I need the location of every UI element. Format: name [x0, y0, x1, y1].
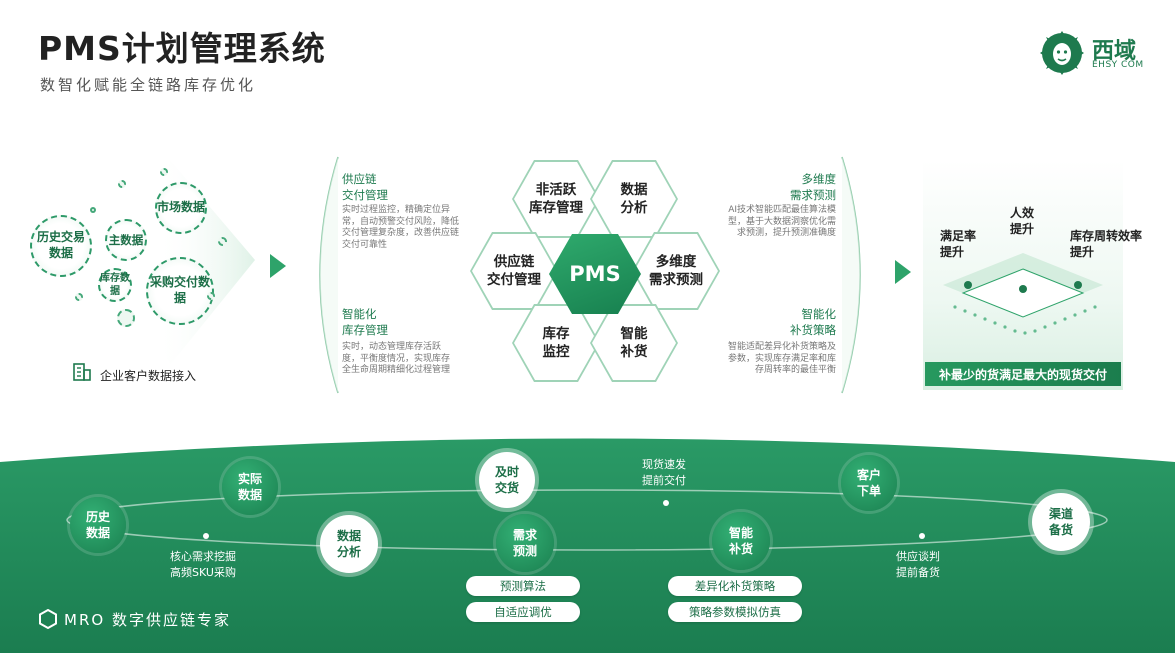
master-data-circle: 主数据 [105, 219, 147, 261]
pill-replenish-strategy: 差异化补货策略 [668, 576, 802, 596]
data-intake-label: 企业客户数据接入 [100, 369, 197, 383]
flow-arrow-icon [270, 254, 286, 278]
pill-param-simulation: 策略参数模拟仿真 [668, 602, 802, 622]
hex-inventory-monitor: 库存 监控 [512, 304, 600, 382]
right-bracket-shape [841, 156, 861, 394]
flow-node-analysis: 数据 分析 [320, 515, 378, 573]
pill-adaptive-tuning: 自适应调优 [466, 602, 580, 622]
building-icon [73, 363, 91, 381]
history-trade-data-circle: 历史交易数据 [30, 215, 92, 277]
brand-logo-subtext: EHSY COM [1092, 60, 1144, 70]
flow-arrow-icon [895, 260, 911, 284]
left-bracket-shape [319, 156, 339, 394]
pill-forecast-algorithm: 预测算法 [466, 576, 580, 596]
result-banner: 补最少的货满足最大的现货交付 [925, 362, 1121, 386]
decor-dot [75, 293, 83, 301]
flow-node-replenish: 智能 补货 [712, 512, 770, 570]
feature-title-inventory: 智能化 库存管理 [342, 307, 388, 337]
feature-desc-forecast: AI技术智能匹配最佳算法模型，基于大数据洞察优化需求预测，提升预测准确度 [728, 205, 837, 239]
result-fill-rate: 满足率 提升 [940, 229, 977, 259]
page-subtitle: 数智化赋能全链路库存优化 [40, 76, 257, 94]
decor-dot [160, 168, 168, 176]
flow-node-channel: 渠道 备货 [1032, 493, 1090, 551]
flow-note-negotiate: 供应谈判 提前备货 [896, 550, 940, 579]
hex-supply-delivery: 供应链 交付管理 [470, 232, 558, 310]
flow-note-demand: 核心需求挖掘 高频SKU采购 [170, 550, 236, 579]
decor-dot [118, 180, 126, 188]
footer-tagline: MRO 数字供应链专家 [64, 611, 231, 629]
platform-graphic [943, 253, 1103, 335]
flow-node-ontime: 及时 交货 [479, 452, 535, 508]
result-efficiency: 人效 提升 [1010, 206, 1035, 236]
feature-title-forecast: 多维度 需求预测 [790, 172, 836, 202]
inventory-data-circle: 库存数据 [98, 268, 132, 302]
market-data-circle: 市场数据 [155, 182, 207, 234]
brand-logo-text: 西域 [1092, 39, 1137, 64]
flow-node-order: 客户 下单 [841, 455, 897, 511]
feature-title-delivery: 供应链 交付管理 [342, 172, 388, 202]
feature-desc-delivery: 实时过程监控，精确定位异常，自动预警交付风险，降低交付管理复杂度，改善供应链交付… [342, 205, 460, 251]
flow-node-history: 历史 数据 [70, 497, 126, 553]
hexagon-outline-icon [39, 609, 57, 629]
feature-desc-replenish: 智能适配差异化补货策略及参数，实现库存满足率和库存周转率的最佳平衡 [728, 342, 837, 376]
purchase-delivery-data-circle: 采购交付数据 [146, 257, 214, 325]
decor-dot [207, 292, 215, 300]
hex-smart-replenish: 智能 补货 [590, 304, 678, 382]
hex-data-analysis: 数据 分析 [590, 160, 678, 238]
flow-node-forecast: 需求 预测 [496, 514, 554, 572]
hex-pms-core: PMS [549, 234, 641, 314]
flow-node-actual: 实际 数据 [222, 459, 278, 515]
flow-note-delivery: 现货速发 提前交付 [642, 458, 686, 487]
decor-dot [117, 309, 135, 327]
feature-title-replenish: 智能化 补货策略 [790, 307, 836, 337]
hex-inactive-inventory: 非活跃 库存管理 [512, 160, 600, 238]
decor-dot [90, 207, 96, 213]
result-turnover: 库存周转效率 提升 [1070, 229, 1143, 259]
decor-dot [218, 237, 227, 246]
page-title: PMS计划管理系统 [38, 29, 326, 68]
hex-demand-forecast: 多维度 需求预测 [632, 232, 720, 310]
feature-desc-inventory: 实时，动态管理库存活跃度，平衡度情况，实现库存全生命周期精细化过程管理 [342, 342, 451, 376]
lion-logo-icon [1040, 31, 1084, 75]
